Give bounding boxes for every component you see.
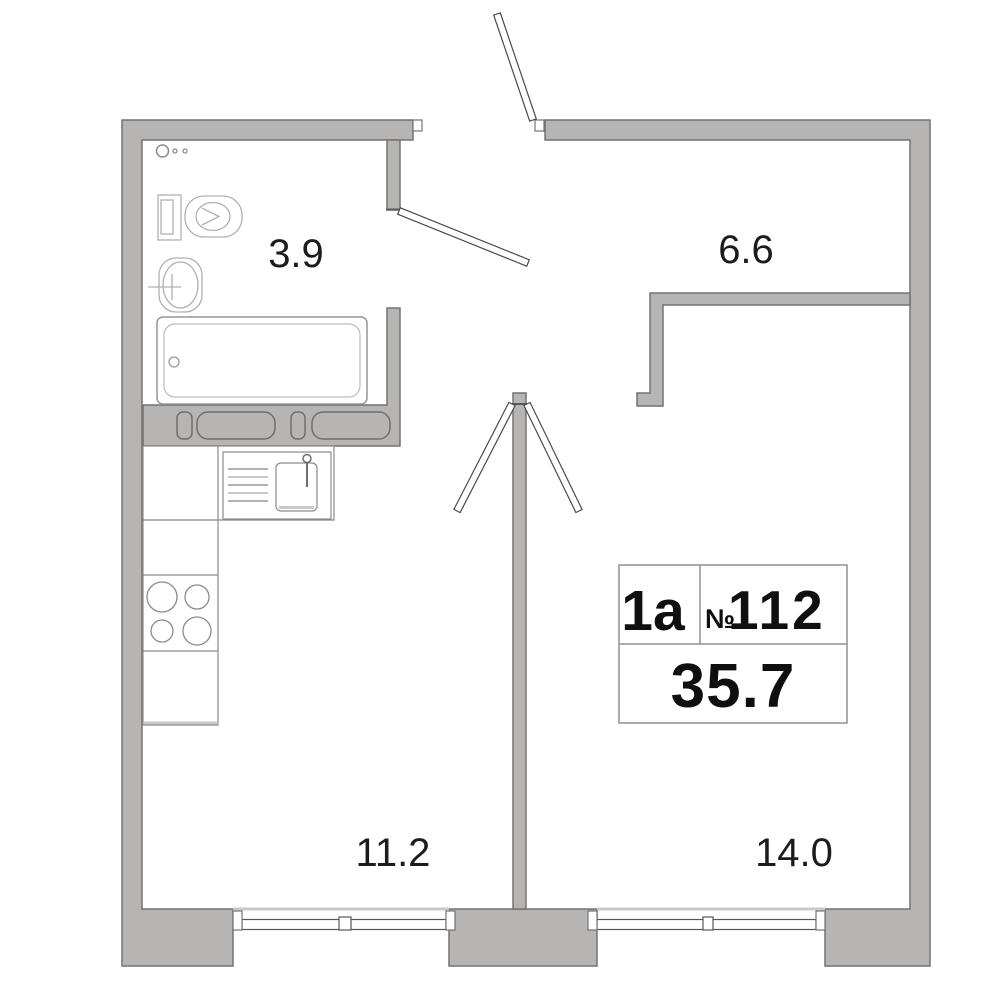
vent-duct [176,411,193,440]
dot-icon [172,148,178,154]
toilet-tank-inner [160,199,174,235]
toilet-tank [157,194,182,241]
hallway-area-label: 6.6 [718,228,774,272]
window-cap [587,910,598,931]
kitchen-area-label: 11.2 [356,831,431,875]
faucet-icon [302,453,312,464]
towel-ring [155,144,188,158]
window-cap [232,910,243,931]
door-leaf [453,401,516,514]
living-room-area-label: 14.0 [755,831,833,875]
burner-icon [184,584,210,610]
bathroom-area-label: 3.9 [268,232,324,276]
bathtub-inner [163,323,361,398]
sink-bowl [275,462,318,512]
living-room-door [523,401,583,514]
door-jamb [534,119,545,132]
bathroom-door [396,207,531,267]
apartment-number-label: 112 [728,579,826,641]
toilet-water-icon [201,207,221,226]
vent-ducts [176,411,391,440]
stove [146,581,212,646]
toilet-bowl-inner [195,201,231,232]
wall-partition-kitchen-living [512,392,527,910]
number-sign-label: № [705,604,735,634]
toilet-bowl [184,195,243,238]
sink-basin-inner [162,261,199,309]
kitchen-door [453,401,516,514]
toilet [157,194,243,241]
bathtub [156,316,368,405]
bathtub-drain [168,356,180,368]
window-mullion [338,916,352,931]
burner-icon [182,616,212,646]
door-leaf [396,207,531,267]
entrance-door [412,12,545,132]
living-room-window [587,907,826,931]
door-leaf [492,12,538,122]
window-cap [445,910,456,931]
wall-bottom-center-pier [448,908,598,967]
kitchen-sink [222,451,332,520]
burner-icon [150,619,174,643]
vent-duct [196,411,276,440]
vent-duct [311,411,391,440]
kitchen-window [232,907,456,931]
door-leaf [523,401,583,514]
wall-bathroom-stub [386,139,401,211]
layout-code-label: 1a [621,579,686,643]
bathtub-rim [156,316,368,405]
vent-duct [290,411,306,440]
sink-basin [158,257,203,313]
total-area-label: 35.7 [671,652,796,721]
dot-icon [182,148,188,154]
door-jamb [412,119,423,132]
wall-hallway-living [636,292,911,407]
towel-ring-icon [155,144,170,158]
apartment-stamp: 1a № 112 35.7 [618,564,848,724]
bathroom-sink [148,257,203,313]
window-mullion [702,916,714,931]
burner-icon [146,581,178,613]
window-cap [815,910,826,931]
